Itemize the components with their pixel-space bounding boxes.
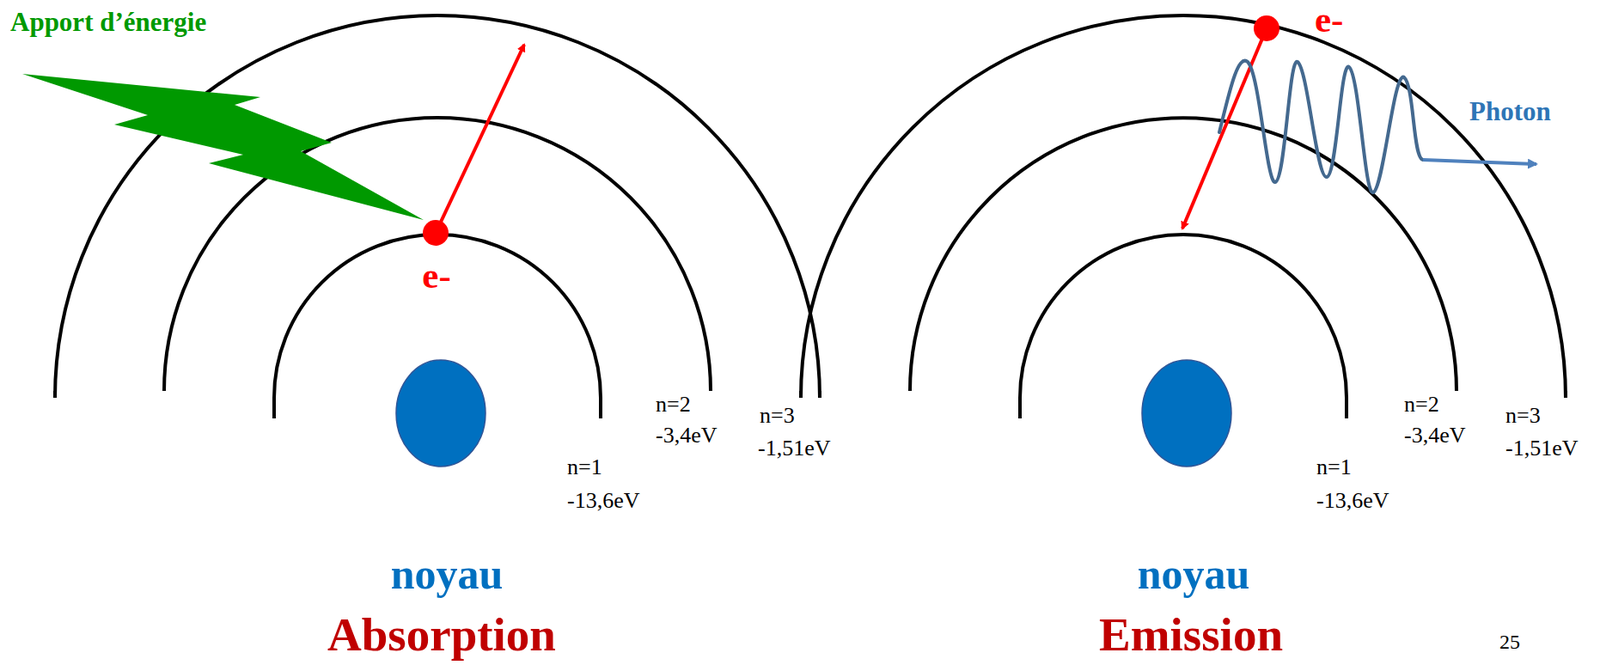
- orbit-shells: [54, 15, 820, 419]
- level-energy: -1,51eV: [757, 436, 831, 460]
- level-energy: -13,6eV: [567, 488, 640, 513]
- process-title: Absorption: [327, 610, 556, 660]
- orbit-n3: [800, 15, 1566, 398]
- level-number: n=2: [1404, 392, 1440, 416]
- level-number: n=1: [567, 455, 603, 479]
- level-energy: -1,51eV: [1505, 436, 1578, 460]
- photon-arrow: [1422, 159, 1537, 165]
- page-number: 25: [1499, 631, 1521, 654]
- nucleus: [396, 360, 486, 467]
- level-number: n=2: [655, 392, 691, 416]
- photon-wave: [1219, 61, 1423, 193]
- nucleus-label: noyau: [1137, 551, 1251, 598]
- electron-dot: [1253, 15, 1280, 42]
- electron-dot: [422, 219, 449, 246]
- orbit-n2: [909, 117, 1457, 391]
- level-number: n=3: [759, 403, 795, 428]
- electron-label: e-: [1314, 0, 1344, 39]
- electron-label: e-: [421, 256, 451, 295]
- nucleus: [1141, 360, 1232, 467]
- process-title: Emission: [1099, 610, 1283, 660]
- level-number: n=3: [1505, 403, 1541, 428]
- energy-bolt: [22, 73, 424, 220]
- level-energy: -3,4eV: [1404, 423, 1466, 447]
- nucleus-label: noyau: [390, 551, 504, 598]
- photon-label: Photon: [1469, 97, 1552, 127]
- excitation-arrow: [435, 44, 525, 233]
- orbit-n3: [54, 15, 820, 398]
- orbit-shells: [800, 15, 1566, 419]
- level-number: n=1: [1316, 455, 1352, 479]
- level-number: -13,6eV: [1316, 488, 1389, 513]
- relaxation-arrow: [1182, 28, 1267, 229]
- energy-label: Apport d’énergie: [10, 8, 207, 37]
- level-energy: -3,4eV: [655, 423, 717, 447]
